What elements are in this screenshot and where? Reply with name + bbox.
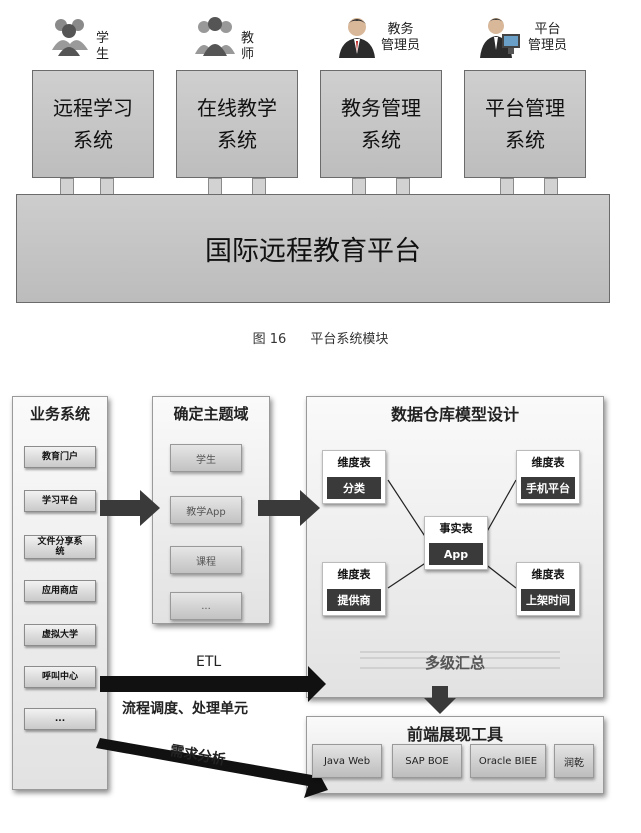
dimension-value: 分类 xyxy=(327,477,381,499)
fact-value: App xyxy=(429,543,483,565)
students-icon xyxy=(52,19,88,56)
arrow-business-to-topics xyxy=(100,490,160,526)
tool-oracle-biee: Oracle BIEE xyxy=(470,744,546,778)
role-label: 学生 xyxy=(96,31,110,62)
arrow-etl xyxy=(100,666,326,702)
warehouse-title: 数据仓库模型设计 xyxy=(390,405,519,424)
process-label: 流程调度、处理单元 xyxy=(122,701,248,717)
dimension-header: 维度表 xyxy=(337,456,371,469)
platform-admin-icon xyxy=(480,18,520,58)
dimension-value: 提供商 xyxy=(327,589,381,611)
summary-label: 多级汇总 xyxy=(424,654,485,672)
topic-item-course: 课程 xyxy=(170,546,242,574)
fact-header: 事实表 xyxy=(439,522,473,535)
system-box-online-teaching: 在线教学 系统 xyxy=(176,70,298,178)
topic-item-more: ... xyxy=(170,592,242,620)
dimension-value: 上架时间 xyxy=(521,589,575,611)
business-item-app-store: 应用商店 xyxy=(24,580,96,602)
tool-sap-boe: SAP BOE xyxy=(392,744,462,778)
topic-item-student: 学生 xyxy=(170,444,242,472)
caption-number: 图 16 xyxy=(252,332,287,347)
dimension-header: 维度表 xyxy=(531,568,565,581)
dimension-value: 手机平台 xyxy=(521,477,575,499)
business-item-file-sharing: 文件分享系 统 xyxy=(24,535,96,559)
system-box-platform-admin: 平台管理 系统 xyxy=(464,70,586,178)
business-item-call-center: 呼叫中心 xyxy=(24,666,96,688)
tool-java-web: Java Web xyxy=(312,744,382,778)
business-item-virtual-university: 虚拟大学 xyxy=(24,624,96,646)
caption-text: 平台系统模块 xyxy=(310,332,389,347)
role-label: 教师 xyxy=(241,31,255,62)
star-line xyxy=(387,559,431,589)
dimension-header: 维度表 xyxy=(337,568,371,581)
business-item-portal: 教育门户 xyxy=(24,446,96,468)
dimension-table-mobile-platform: 维度表 手机平台 xyxy=(516,450,580,504)
teachers-icon xyxy=(195,17,235,56)
admin-icon xyxy=(339,18,375,58)
arrow-topics-to-warehouse xyxy=(258,490,320,526)
role-label: 教务 管理员 xyxy=(381,22,421,53)
business-item-more: ... xyxy=(24,708,96,730)
figure-caption: 图 16 平台系统模块 xyxy=(0,328,641,347)
arrow-demand-analysis xyxy=(96,738,328,798)
frontend-title: 前端展现工具 xyxy=(406,725,503,744)
dimension-table-category: 维度表 分类 xyxy=(322,450,386,504)
dimension-header: 维度表 xyxy=(531,456,565,469)
dimension-table-release-time: 维度表 上架时间 xyxy=(516,562,580,616)
fact-table-app: 事实表 App xyxy=(424,516,488,570)
business-item-learning-platform: 学习平台 xyxy=(24,490,96,512)
system-box-remote-learning: 远程学习 系统 xyxy=(32,70,154,178)
platform-box: 国际远程教育平台 xyxy=(16,194,610,303)
system-box-academic-admin: 教务管理 系统 xyxy=(320,70,442,178)
topic-item-teaching-app: 教学App xyxy=(170,496,242,524)
arrow-down-summary xyxy=(424,686,456,714)
tool-runqian: 润乾 xyxy=(554,744,594,778)
role-label: 平台 管理员 xyxy=(528,22,568,53)
dimension-table-provider: 维度表 提供商 xyxy=(322,562,386,616)
business-systems-title: 业务系统 xyxy=(29,405,90,423)
etl-label: ETL xyxy=(196,654,222,670)
topic-domain-title: 确定主题域 xyxy=(173,405,249,423)
star-line xyxy=(387,479,431,545)
